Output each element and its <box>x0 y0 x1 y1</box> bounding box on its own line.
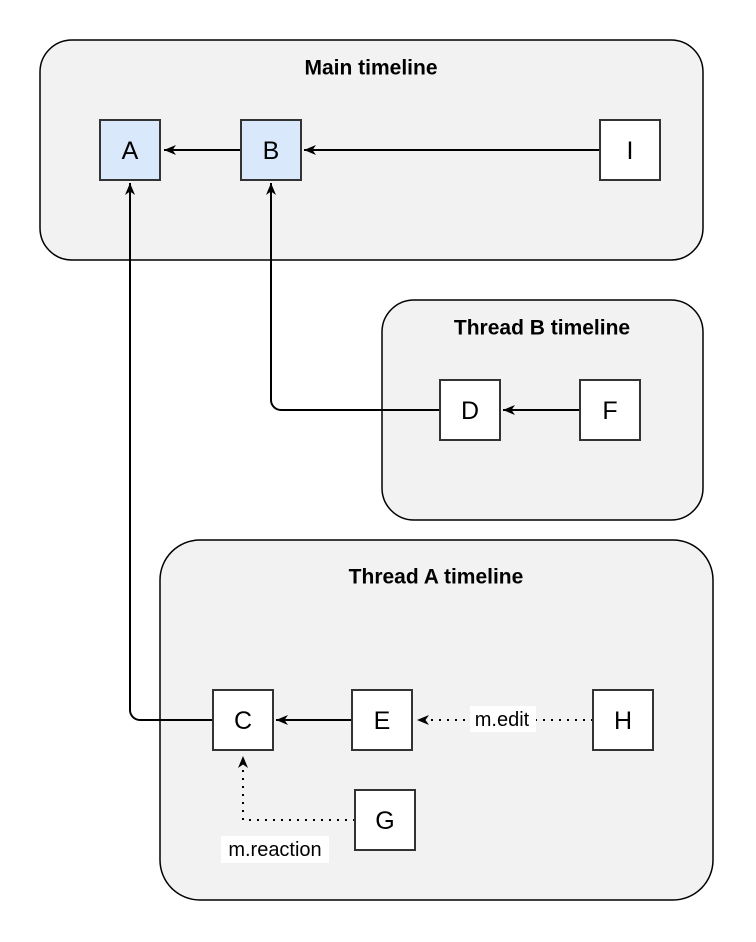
edge-d-to-b <box>266 183 440 411</box>
edge-label-m-edit-bg <box>470 706 536 732</box>
edge-g-to-c <box>238 756 355 821</box>
node-d-box <box>439 379 501 441</box>
node-c-label: C <box>234 707 252 735</box>
node-i-label: I <box>627 137 634 165</box>
node-f-box <box>579 379 641 441</box>
node-b-box <box>240 119 302 181</box>
node-i-box <box>599 119 661 181</box>
group-thread-b-timeline-title: Thread B timeline <box>454 317 630 340</box>
node-e-label: E <box>374 707 391 735</box>
node-d-label: D <box>461 397 479 425</box>
node-b-label: B <box>263 137 280 165</box>
node-g-box <box>354 789 416 851</box>
edge-label-m-edit: m.edit <box>475 709 530 731</box>
node-e-box <box>351 689 413 751</box>
node-a-box <box>99 119 161 181</box>
node-c-box <box>212 689 274 751</box>
group-thread-a-timeline-title: Thread A timeline <box>349 566 524 589</box>
edge-label-m-reaction: m.reaction <box>228 839 321 861</box>
node-h-box <box>592 689 654 751</box>
node-g-label: G <box>375 807 394 835</box>
edge-c-to-a <box>125 183 213 721</box>
edge-label-m-reaction-bg <box>221 836 329 863</box>
node-f-label: F <box>602 397 617 425</box>
node-a-label: A <box>122 137 139 165</box>
node-h-label: H <box>614 707 632 735</box>
group-main-timeline-title: Main timeline <box>304 57 437 80</box>
